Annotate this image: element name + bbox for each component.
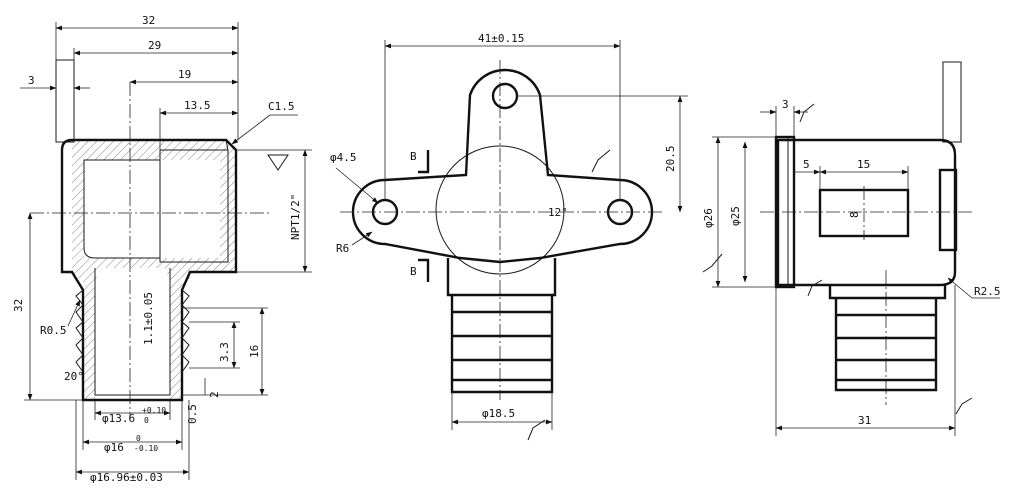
front-barb-bore xyxy=(94,268,171,396)
front-inner-cavity xyxy=(83,159,161,259)
front-dim-bore-tol-lower: 0 xyxy=(144,416,149,425)
middle-section-marker-top: B xyxy=(410,150,430,174)
side-dim-25: φ25 xyxy=(702,141,748,283)
side-surface-mark-barb xyxy=(807,279,823,297)
side-dim-31: 31 xyxy=(775,279,973,436)
front-dim-center-face: 19 xyxy=(178,68,191,81)
front-dim-barb-step: 2 xyxy=(208,391,221,398)
middle-surface-mark-1 xyxy=(591,149,611,173)
side-surface-mark-top xyxy=(799,103,815,123)
front-dim-2: 2 0.5 xyxy=(186,378,221,424)
front-dim-wall: 1.1±0.05 xyxy=(142,292,155,345)
front-dim-barb-pitch: 3.3 xyxy=(218,342,231,362)
side-dim-total-width: 31 xyxy=(858,414,871,427)
front-barb-ridges-right xyxy=(181,289,190,373)
front-dim-fillet-label: R0.5 xyxy=(40,324,67,337)
front-datum-triangle xyxy=(267,154,289,171)
front-socket-chamfer-top xyxy=(225,139,229,151)
front-barb-ridges-left xyxy=(75,289,84,373)
front-dim-29: 29 xyxy=(73,39,239,60)
side-view: 3 φ26 φ25 5 15 8 R2.5 xyxy=(702,61,1001,436)
side-dim-window-offset: 5 xyxy=(803,158,810,171)
middle-dim-hole-dia: φ4.5 xyxy=(330,151,357,164)
middle-section-top-label: B xyxy=(410,150,417,163)
side-surface-mark-left xyxy=(702,253,723,273)
middle-dim-top-height: 20.5 xyxy=(664,146,677,173)
front-dim-32-top: 32 xyxy=(55,14,239,140)
side-dim-26: φ26 xyxy=(702,136,776,288)
front-dim-barb-max-label: φ16.96±0.03 xyxy=(90,471,163,484)
side-dim-window-width: 15 xyxy=(857,158,870,171)
front-dim-barb-od-label: φ16 xyxy=(104,441,124,454)
middle-dim-ear-radius: R6 xyxy=(336,242,349,255)
middle-view: 41±0.15 φ4.5 R6 20.5 12° φ18.5 B xyxy=(330,32,688,441)
middle-surface-mark-2 xyxy=(527,419,546,441)
front-dim-19: 19 xyxy=(129,68,239,85)
front-dim-barb-od: φ16 0 -0.10 xyxy=(82,400,183,454)
front-dim-chamfer: C1.5 xyxy=(231,100,298,145)
side-dim-r2-5: R2.5 xyxy=(947,277,1001,299)
front-dim-bore-label: φ13.6 xyxy=(102,412,135,425)
side-flange-plate xyxy=(942,61,962,143)
front-section-view: 32 29 19 13.5 3 C1.5 xyxy=(12,14,312,484)
front-body-outline xyxy=(60,138,238,402)
middle-dim-taper: 12° xyxy=(548,206,568,219)
front-dim-thread-label: NPT1/2" xyxy=(289,194,302,240)
front-dim-bore-tol-upper: +0.10 xyxy=(142,406,166,415)
middle-dim-hole-span: 41±0.15 xyxy=(478,32,524,45)
side-dim-window-height: 8 xyxy=(848,211,861,218)
side-body xyxy=(776,138,957,287)
front-dim-barb-od-tol-upper: 0 xyxy=(136,434,141,443)
side-barb-neck xyxy=(828,285,947,300)
middle-dim-41: 41±0.15 xyxy=(384,32,621,200)
middle-dim-4-5: φ4.5 xyxy=(330,151,379,204)
front-dim-barb-length: 16 xyxy=(248,345,261,358)
side-dim-3: 3 xyxy=(760,98,815,137)
front-dim-16: 16 xyxy=(182,307,268,396)
front-dim-bore: φ13.6 +0.10 0 xyxy=(94,400,171,425)
front-dim-chamfer-label: C1.5 xyxy=(268,100,295,113)
front-dim-3: 3 xyxy=(20,74,90,91)
middle-dim-18-5: φ18.5 xyxy=(451,392,553,430)
middle-dim-barb-dia: φ18.5 xyxy=(482,407,515,420)
side-right-lug xyxy=(938,168,958,252)
front-dim-fillet: R0.5 xyxy=(40,299,81,337)
middle-top-hole xyxy=(491,82,519,110)
front-dim-total-width: 32 xyxy=(142,14,155,27)
front-dim-barb-max: φ16.96±0.03 xyxy=(75,400,190,484)
front-dim-3-3: 3.3 xyxy=(189,321,240,369)
middle-section-bottom-label: B xyxy=(410,265,417,278)
middle-neck xyxy=(446,258,557,297)
side-dim-5-15: 5 15 xyxy=(794,158,909,190)
front-dim-13-5: 13.5 xyxy=(159,99,239,150)
front-dim-socket-depth: 13.5 xyxy=(184,99,211,112)
side-surface-mark-bottom xyxy=(955,397,973,415)
front-flange-plate xyxy=(55,59,75,143)
middle-plate-outline xyxy=(351,68,654,264)
middle-section-marker-bottom: B xyxy=(410,258,430,282)
front-dim-angle: 20° xyxy=(64,370,84,383)
middle-dim-20-5: 20.5 xyxy=(517,95,688,213)
middle-barb-body xyxy=(450,295,554,394)
front-dim-32-height: 32 xyxy=(12,212,83,401)
middle-boss-circle xyxy=(435,145,565,275)
side-dim-flange: 3 xyxy=(782,98,789,111)
side-dim-corner-radius: R2.5 xyxy=(974,285,1001,298)
front-dim-thread: NPT1/2" xyxy=(236,149,312,273)
front-dim-barb-od-tol-lower: -0.10 xyxy=(134,444,158,453)
side-dim-dia-inner: φ25 xyxy=(729,206,742,226)
front-dim-body-width: 29 xyxy=(148,39,161,52)
front-body-hatch xyxy=(72,140,236,400)
front-dim-height: 32 xyxy=(12,299,25,312)
side-dim-dia-outer: φ26 xyxy=(702,208,715,228)
middle-dim-r6: R6 xyxy=(336,231,373,255)
front-dim-flange-thickness: 3 xyxy=(28,74,35,87)
front-dim-barb-lip: 0.5 xyxy=(186,404,199,424)
front-socket-bore xyxy=(159,149,229,263)
